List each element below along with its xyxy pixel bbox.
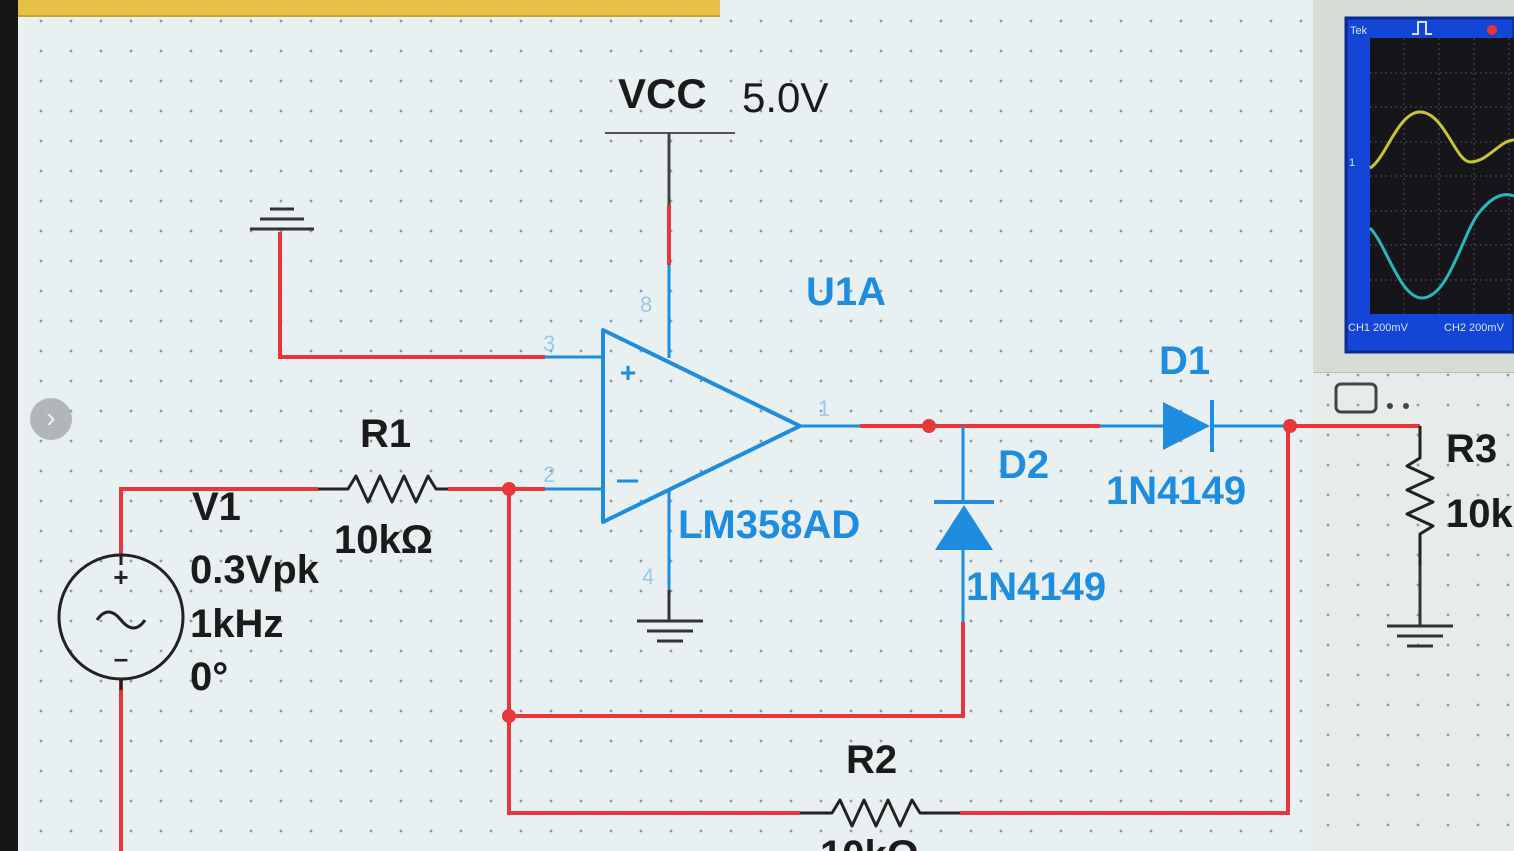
minus-sign: – (114, 643, 128, 673)
scope-brand: Tek (1350, 25, 1368, 37)
wire-feedback-r2[interactable] (507, 716, 800, 815)
chevron-right-icon: › (46, 402, 56, 433)
junction-node-fb (502, 709, 516, 723)
title-banner (18, 0, 720, 17)
junction-node-inv (502, 482, 516, 496)
expand-panel-button[interactable]: › (30, 398, 72, 440)
wire-v1-to-r1[interactable] (119, 487, 318, 555)
record-indicator-icon (1487, 25, 1497, 35)
ac-source-v1[interactable]: + – (57, 553, 185, 690)
pin-number-8: 8 (640, 292, 652, 317)
noninverting-sign: + (620, 357, 636, 388)
diode-d2[interactable] (934, 500, 994, 550)
v1-phase-label: 0° (190, 655, 228, 699)
pin-number-1: 1 (818, 396, 830, 421)
oscilloscope-screen: Tek 1 CH1 200mV CH2 200mV (1344, 16, 1514, 354)
v1-ref-label: V1 (192, 485, 241, 529)
wire-feedback-d2[interactable] (507, 489, 965, 718)
vcc-name-label: VCC (618, 70, 707, 117)
d1-model-label: 1N4149 (1106, 469, 1246, 513)
ground-symbol-top[interactable] (250, 207, 314, 231)
resistor-r2[interactable] (800, 798, 960, 828)
ground-symbol-r3[interactable] (1387, 565, 1453, 648)
r1-ref-label: R1 (360, 412, 411, 456)
r1-value-label: 10kΩ (334, 518, 433, 562)
trigger-pulse-icon (1412, 21, 1432, 35)
wires (119, 205, 1420, 851)
scope-ch1-scale: CH1 200mV (1348, 322, 1409, 334)
junction-node-out (922, 419, 936, 433)
scope-channel-marker: 1 (1349, 157, 1355, 169)
v1-amplitude-label: 0.3Vpk (190, 548, 320, 592)
opamp-u1a[interactable]: + (601, 328, 802, 524)
scope-probe-connector-icon[interactable] (1334, 382, 1378, 414)
component-leads (545, 265, 1290, 622)
r2-ref-label: R2 (846, 738, 897, 782)
d1-ref-label: D1 (1159, 339, 1210, 383)
plus-sign: + (113, 562, 128, 592)
scope-trace-ch2 (1368, 193, 1514, 300)
vcc-value-label: 5.0V (742, 74, 828, 121)
r2-value-label: 10kΩ (820, 833, 919, 851)
diode-d1[interactable] (1163, 400, 1214, 452)
r3-ref-label: R3 (1446, 427, 1497, 471)
r3-value-label: 10k (1446, 492, 1513, 536)
ground-symbol-opamp[interactable] (637, 590, 703, 643)
d2-ref-label: D2 (998, 443, 1049, 487)
pin-number-4: 4 (642, 564, 654, 589)
opamp-model-label: LM358AD (678, 503, 860, 547)
opamp-ref-label: U1A (806, 270, 886, 314)
pin-number-2: 2 (543, 462, 555, 487)
scope-trace-ch1 (1369, 110, 1514, 170)
monitor-bezel (0, 0, 18, 851)
scope-grid (1370, 38, 1514, 314)
wire-r2-to-out[interactable] (960, 426, 1290, 815)
vcc-symbol[interactable] (605, 132, 735, 205)
v1-frequency-label: 1kHz (190, 602, 283, 646)
junctions (502, 419, 1297, 723)
pin-number-3: 3 (543, 331, 555, 356)
d2-model-label: 1N4149 (966, 565, 1106, 609)
resistor-r3[interactable] (1405, 426, 1435, 565)
junction-node-d1 (1283, 419, 1297, 433)
scope-ch2-scale: CH2 200mV (1444, 322, 1505, 334)
resistor-r1[interactable] (318, 474, 448, 504)
wire-ground-to-noninv[interactable] (278, 232, 545, 359)
